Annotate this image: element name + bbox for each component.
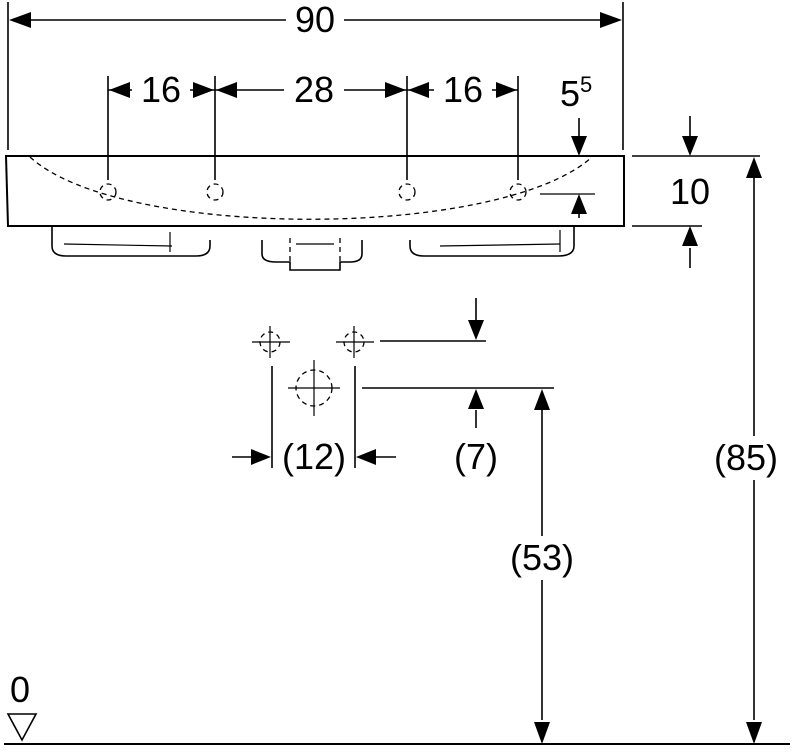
- waste-connection: [288, 360, 340, 416]
- basin-height-label: 10: [670, 171, 710, 212]
- tap-hole-1: [99, 183, 117, 201]
- washbasin-outline: [4, 155, 625, 271]
- width-dimension: 90: [7, 0, 624, 150]
- total-height-label: (85): [714, 437, 778, 478]
- overflow-offset-dimension: 55: [540, 72, 595, 218]
- spacing-left-label: 16: [141, 69, 181, 110]
- level-marker-icon: [6, 713, 38, 742]
- supply-connections: [252, 326, 374, 358]
- floor-level: 0: [4, 669, 790, 745]
- tap-spacing-label: (12): [282, 436, 346, 477]
- supply-offset-dimension: (7): [362, 298, 554, 477]
- tap-spacing-dimension: (12): [232, 366, 396, 477]
- spacing-right-label: 16: [443, 69, 483, 110]
- waste-height-label: (53): [510, 537, 574, 578]
- tap-hole-2: [206, 183, 224, 201]
- floor-level-label: 0: [10, 669, 30, 710]
- width-label: 90: [295, 0, 335, 40]
- spacing-center-label: 28: [294, 69, 334, 110]
- total-height-dimension: (85): [712, 157, 792, 744]
- supply-offset-label: (7): [454, 436, 498, 477]
- waste-height-dimension: (53): [500, 389, 584, 744]
- tap-hole-3: [398, 183, 416, 201]
- hole-spacing-dimension: 16 28 16: [107, 69, 519, 180]
- offset-label: 55: [560, 72, 592, 114]
- tap-hole-4: [509, 183, 527, 201]
- basin-height-dimension: 10: [632, 116, 760, 268]
